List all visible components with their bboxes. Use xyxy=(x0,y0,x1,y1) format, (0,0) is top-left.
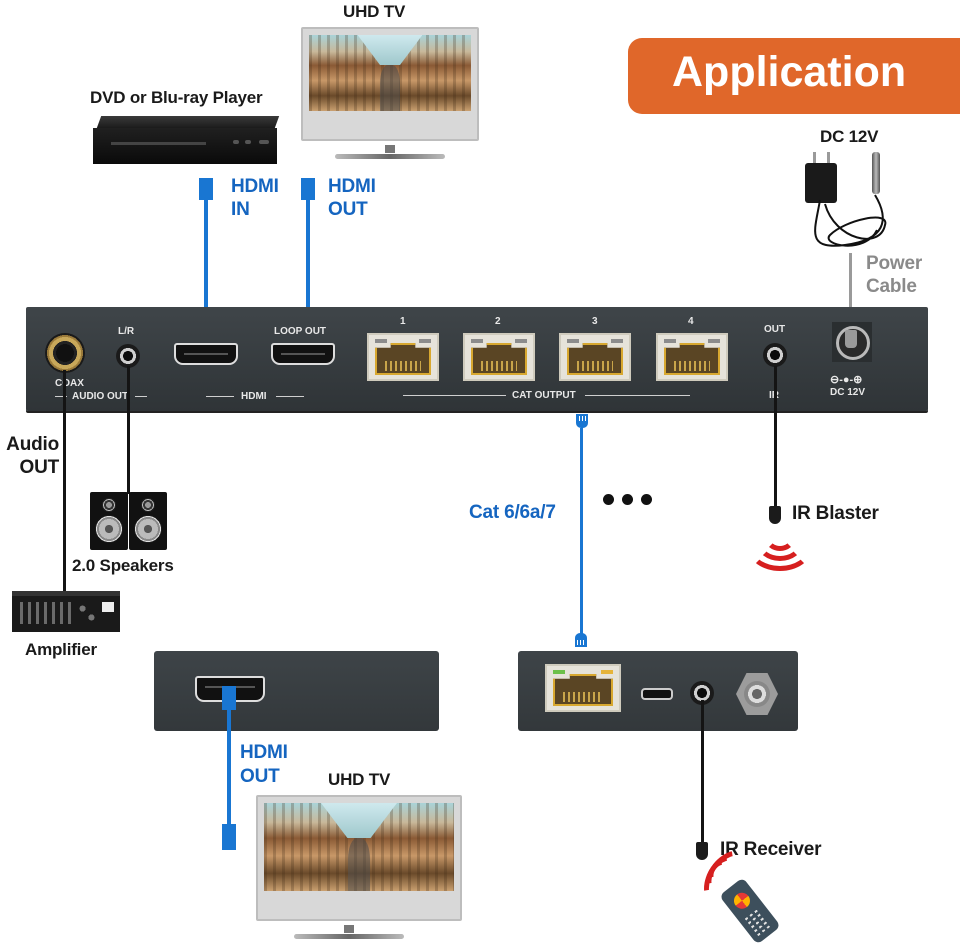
uhd-tv-bottom-icon xyxy=(256,795,462,943)
amplifier-label: Amplifier xyxy=(25,640,97,659)
speakers-label: 2.0 Speakers xyxy=(72,556,174,575)
divider xyxy=(276,396,304,397)
ir-out-label: OUT xyxy=(764,324,786,335)
dvd-player-label: DVD or Blu-ray Player xyxy=(90,88,263,107)
application-banner xyxy=(628,38,960,114)
cat-port-number: 1 xyxy=(400,316,406,327)
hdmi-group-label: HDMI xyxy=(241,391,267,402)
cat-output-group-label: CAT OUTPUT xyxy=(512,390,576,401)
cat-output-port-4 xyxy=(656,333,728,381)
banner-title: Application xyxy=(672,48,907,96)
ir-receiver-label: IR Receiver xyxy=(720,839,822,860)
receiver-cat-input-port xyxy=(545,664,621,712)
dc-12v-label: DC 12V xyxy=(820,127,879,146)
hdmi-in-port xyxy=(174,343,238,365)
hdmi-plug-icon xyxy=(222,686,236,710)
ir-signal-waves-icon xyxy=(745,525,812,571)
ir-receiver-cable xyxy=(701,700,704,842)
plug-prong xyxy=(813,152,816,164)
ir-receiver-plug-icon xyxy=(696,842,708,860)
cat-port-number: 2 xyxy=(495,316,501,327)
receiver-hdmi-cable xyxy=(227,708,231,824)
lr-audio-cable xyxy=(127,366,130,494)
ir-out-port xyxy=(763,343,787,367)
rj45-plug-icon xyxy=(575,633,587,647)
cat-port-number: 3 xyxy=(592,316,598,327)
cat-output-port-3 xyxy=(559,333,631,381)
coax-audio-cable xyxy=(63,370,66,592)
power-cable-wire xyxy=(849,253,852,333)
lr-audio-port xyxy=(116,344,140,368)
cat-output-port-2 xyxy=(463,333,535,381)
ir-blaster-label: IR Blaster xyxy=(792,503,879,524)
coax-label: COAX xyxy=(55,378,84,389)
power-plug-icon xyxy=(845,330,857,348)
coax-audio-port xyxy=(45,333,85,373)
dc-barrel-plug-icon xyxy=(872,152,880,194)
polarity-symbol: ⊖-●-⊕ xyxy=(830,374,863,386)
hdmi-plug-icon xyxy=(301,178,315,200)
divider xyxy=(55,396,67,397)
power-adapter-icon xyxy=(805,163,837,203)
dvd-player-icon xyxy=(93,116,280,164)
cat-port-number: 4 xyxy=(688,316,694,327)
device-dc-label: DC 12V xyxy=(830,387,866,398)
speaker-left-icon xyxy=(90,492,128,550)
amplifier-icon xyxy=(12,591,120,632)
divider xyxy=(403,395,506,396)
hdmi-plug-icon xyxy=(199,178,213,200)
power-cord-icon xyxy=(814,194,887,247)
divider xyxy=(206,396,234,397)
hdmi-loop-out-port xyxy=(271,343,335,365)
loop-out-label: LOOP OUT xyxy=(274,326,327,337)
divider xyxy=(135,396,147,397)
hdmi-plug-icon xyxy=(222,824,236,850)
speaker-right-icon xyxy=(129,492,167,550)
plug-prong xyxy=(827,152,830,164)
lr-label: L/R xyxy=(118,326,135,337)
cat-output-port-1 xyxy=(367,333,439,381)
cat-cable xyxy=(580,428,583,634)
audio-out-group-label: AUDIO OUT xyxy=(72,391,129,402)
rj45-plug-icon xyxy=(576,414,588,428)
bottom-tv-label: UHD TV xyxy=(328,770,391,789)
receiver-dc-port xyxy=(736,673,778,715)
micro-usb-port xyxy=(641,688,673,700)
cat-cable-label: Cat 6/6a/7 xyxy=(469,502,556,523)
hdmi-in-cable xyxy=(204,198,208,320)
hdmi-loop-out-cable xyxy=(306,198,310,320)
divider xyxy=(585,395,690,396)
ir-blaster-cable xyxy=(774,366,777,506)
ir-blaster-plug-icon xyxy=(769,506,781,524)
top-tv-label: UHD TV xyxy=(343,2,406,21)
uhd-tv-top-icon xyxy=(301,27,479,163)
